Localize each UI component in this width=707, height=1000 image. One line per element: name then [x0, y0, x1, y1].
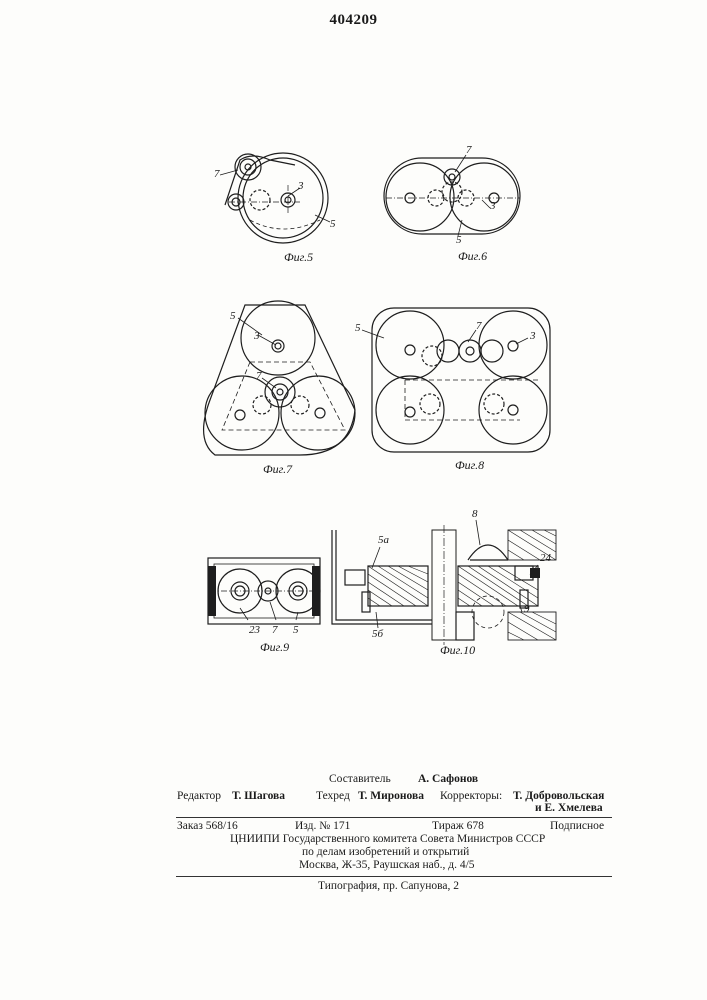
subscription-note: Подписное: [550, 820, 604, 833]
fig7-label-7: 7: [256, 370, 262, 382]
fig8-label-7: 7: [476, 320, 482, 332]
fig10-label-24: 24: [540, 552, 551, 564]
fig7-caption: Фиг.7: [263, 462, 292, 477]
fig6-label-5: 5: [456, 234, 462, 246]
editor-name: Т. Шагова: [232, 790, 285, 803]
fig8-label-3: 3: [530, 330, 536, 342]
fig9-label-23: 23: [249, 624, 260, 636]
figure-6-drawing: [384, 155, 520, 236]
fig7-label-3: 3: [254, 330, 260, 342]
institute-line-2: по делам изобретений и открытий: [302, 846, 469, 859]
fig9-caption: Фиг.9: [260, 640, 289, 655]
figure-10-drawing: [332, 520, 556, 645]
fig6-label-7: 7: [466, 144, 472, 156]
fig10-label-5b: 5б: [372, 628, 383, 640]
print-run: Тираж 678: [432, 820, 484, 833]
fig10-caption: Фиг.10: [440, 643, 475, 658]
correctors-role: Корректоры:: [440, 790, 502, 803]
editor-role: Редактор: [177, 790, 221, 803]
fig5-label-7: 7: [214, 168, 220, 180]
fig6-label-3: 3: [490, 200, 496, 212]
fig9-label-7: 7: [272, 624, 278, 636]
figure-8-drawing: [362, 308, 550, 452]
techred-name: Т. Миронова: [358, 790, 424, 803]
compiler-role: Составитель: [329, 773, 391, 786]
figure-9-drawing: [208, 558, 320, 624]
institute-line-1: ЦНИИПИ Государственного комитета Совета …: [230, 833, 545, 846]
compiler-name: А. Сафонов: [418, 773, 478, 786]
fig10-label-8: 8: [472, 508, 478, 520]
printing-house: Типография, пр. Сапунова, 2: [318, 880, 459, 893]
figure-5-drawing: [220, 153, 330, 243]
techred-role: Техред: [316, 790, 350, 803]
colophon-rule-bottom: [176, 876, 612, 877]
corrector-name-2: и Е. Хмелева: [535, 802, 603, 815]
figure-7-drawing: [204, 301, 355, 455]
institute-line-3: Москва, Ж-35, Раушская наб., д. 4/5: [299, 859, 475, 872]
fig7-label-5: 5: [230, 310, 236, 322]
fig5-caption: Фиг.5: [284, 250, 313, 265]
edition-number: Изд. № 171: [295, 820, 350, 833]
fig6-caption: Фиг.6: [458, 249, 487, 264]
fig10-label-5a: 5а: [378, 534, 389, 546]
fig9-label-5: 5: [293, 624, 299, 636]
fig5-label-3: 3: [298, 180, 304, 192]
fig8-caption: Фиг.8: [455, 458, 484, 473]
fig5-label-5: 5: [330, 218, 336, 230]
fig8-label-5: 5: [355, 322, 361, 334]
colophon-rule-top: [176, 817, 612, 818]
fig10-label-9: 9: [524, 603, 530, 615]
order-number: Заказ 568/16: [177, 820, 238, 833]
